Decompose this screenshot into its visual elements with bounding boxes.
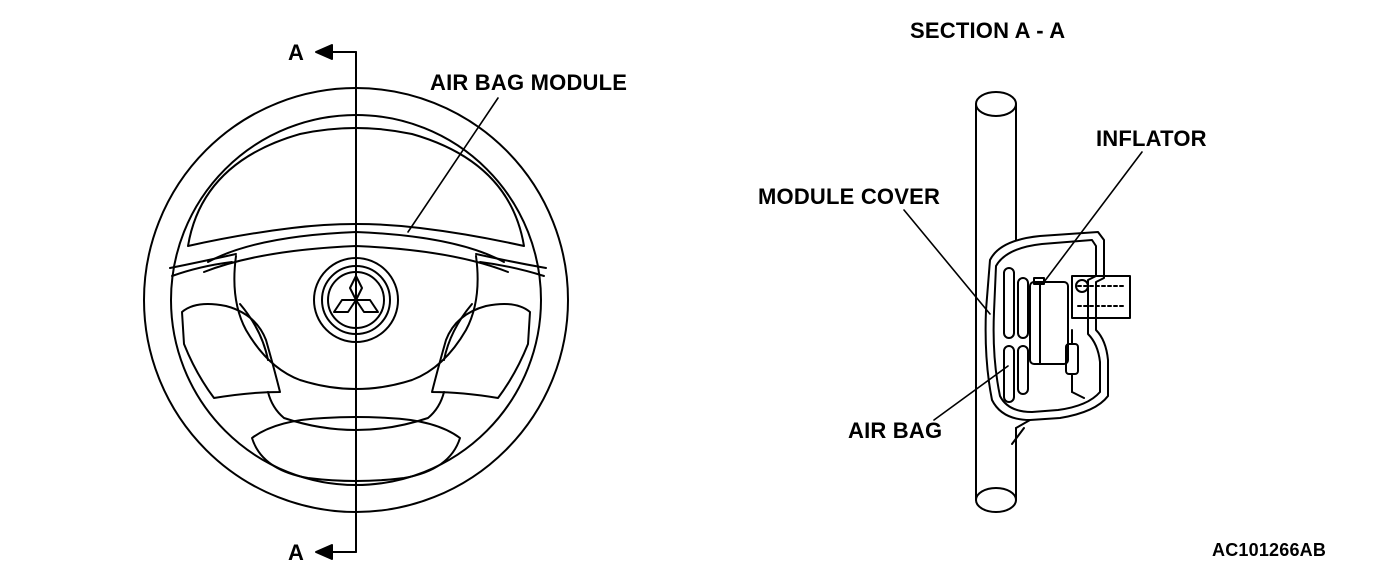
right-spoke xyxy=(431,303,531,399)
cover-lower-attach xyxy=(1015,419,1031,429)
spoke-band-left xyxy=(169,253,237,269)
section-arrow-bottom-icon xyxy=(315,544,333,560)
bracket-bolt xyxy=(1075,279,1089,293)
mounting-bracket xyxy=(1071,275,1131,319)
connector-wire-2 xyxy=(1071,391,1085,399)
inflator-body xyxy=(1029,281,1069,365)
column-top-end xyxy=(975,91,1017,117)
figure-code: AC101266AB xyxy=(1212,540,1327,560)
section-mark-bottom: A xyxy=(288,540,305,565)
spoke-band-right-2 xyxy=(479,261,545,277)
wheel-lower-opening xyxy=(251,416,461,482)
section-arrow-top-icon xyxy=(315,44,333,60)
section-view xyxy=(903,91,1143,513)
spoke-band-right xyxy=(475,253,547,269)
leader-inflator xyxy=(1043,151,1143,283)
left-spoke xyxy=(181,303,281,399)
label-inflator: INFLATOR xyxy=(1096,126,1207,151)
module-cover-shell xyxy=(984,231,1109,421)
leader-air-bag xyxy=(933,365,1009,421)
right-spoke-detail xyxy=(443,303,473,361)
label-module-cover: MODULE COVER xyxy=(758,184,941,209)
leader-air-bag-module xyxy=(407,97,499,233)
air-bag-folds xyxy=(1003,267,1029,403)
module-cover-inner-shell xyxy=(992,239,1101,413)
steering-wheel-front-view xyxy=(143,44,569,560)
wheel-upper-opening xyxy=(187,127,525,247)
column-bottom-end xyxy=(975,487,1017,513)
cover-lower-attach-2 xyxy=(1011,427,1025,445)
spoke-band-left-2 xyxy=(171,261,233,277)
leader-module-cover xyxy=(903,209,991,315)
section-mark-top: A xyxy=(288,40,305,65)
left-spoke-detail xyxy=(239,303,269,361)
section-title: SECTION A - A xyxy=(910,18,1066,43)
label-air-bag: AIR BAG xyxy=(848,418,943,443)
label-air-bag-module: AIR BAG MODULE xyxy=(430,70,628,95)
